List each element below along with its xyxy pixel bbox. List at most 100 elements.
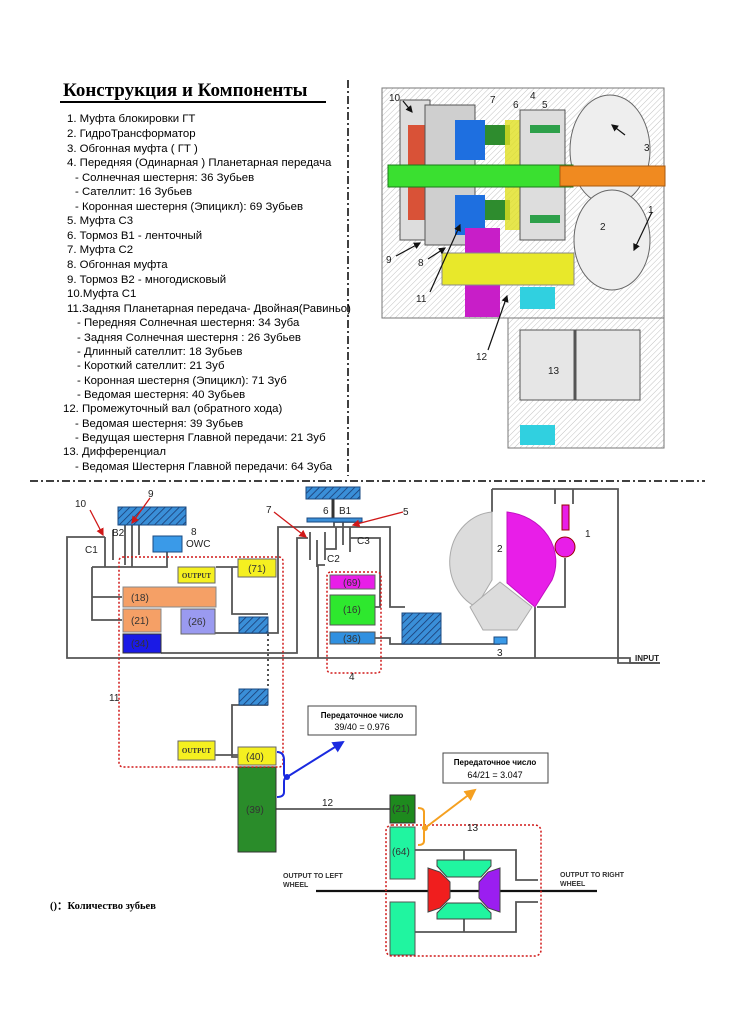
ratio-box-64-21: Передаточное число 64/21 = 3.047: [442, 752, 549, 784]
brake-b1-housing: [305, 486, 361, 500]
gear-34: (34): [131, 639, 149, 650]
component-detail-item: - Длинный сателлит: 18 Зубьев: [77, 346, 243, 358]
cutaway-label: 7: [490, 95, 496, 106]
cutaway-label: 9: [386, 255, 392, 266]
gear-64: (64): [392, 847, 410, 858]
callout-9: 9: [148, 489, 154, 500]
rear-planetary-gears: OUTPUT (71) (18) (21) (26) (34) OUTPUT (…: [122, 558, 277, 853]
right-wheel-label: WHEEL: [560, 881, 586, 888]
gear-21: (21): [131, 616, 149, 627]
ratio-title: Передаточное число: [454, 758, 537, 767]
differential: [427, 859, 501, 920]
component-detail-item: - Задняя Солнечная шестерня : 26 Зубьев: [77, 332, 301, 344]
component-detail-item: - Коронная шестерня (Эпицикл): 69 Зубьев: [75, 201, 304, 213]
title-underline: [60, 101, 326, 103]
left-wheel-label: OUTPUT TO LEFT: [283, 873, 343, 880]
callout-4: 4: [349, 672, 355, 683]
c3-label: C3: [357, 536, 370, 547]
component-item: 11.Задняя Планетарная передача- Двойная(…: [67, 303, 351, 315]
owc-block: [152, 535, 183, 553]
cutaway-label: 6: [513, 100, 519, 111]
component-item: 3. Обгонная муфта ( ГТ ): [67, 143, 198, 155]
cutaway-label: 2: [600, 222, 606, 233]
page-title: Конструкция и Компоненты: [63, 80, 308, 101]
arrow-blue: [286, 740, 345, 778]
callout-3: 3: [497, 648, 503, 659]
brake-b1-band: [306, 517, 363, 523]
reverse-brake: [238, 688, 269, 706]
owc-label: OWC: [186, 539, 210, 550]
brake-b2-housing: [117, 506, 187, 526]
cutaway-label: 1: [648, 205, 654, 216]
final-drive-gears: (21) (64): [389, 794, 416, 956]
cutaway-label: 3: [644, 143, 650, 154]
component-item: 10.Муфта С1: [67, 288, 137, 300]
callout-13: 13: [467, 823, 479, 834]
component-item: 1. Муфта блокировки ГТ: [67, 113, 196, 125]
callout-1: 1: [585, 529, 591, 540]
component-item: 8. Обгонная муфта: [67, 259, 168, 271]
schematic-labels: 10 9 8 OWC C1 B2 7 6 B1 5 C2 C3 4 11 2 1…: [75, 489, 659, 889]
arrow-orange: [424, 788, 477, 829]
component-detail-item: - Солнечная шестерня: 36 Зубьев: [75, 172, 255, 184]
callout-6: 6: [323, 506, 329, 517]
input-label: INPUT: [635, 654, 659, 663]
component-item: 7. Муфта С2: [67, 244, 134, 256]
ring-71-brake: [238, 616, 269, 634]
transmission-cutaway-drawing: [381, 87, 666, 449]
callout-5: 5: [403, 507, 409, 518]
callout-11: 11: [109, 693, 120, 704]
component-item: 12. Промежуточный вал (обратного хода): [63, 403, 283, 415]
ratio-value: 39/40 = 0.976: [334, 722, 389, 732]
component-detail-item: - Ведомая Шестерня Главной передачи: 64 …: [75, 461, 333, 473]
group-4-outline: [326, 571, 382, 674]
right-wheel-label: OUTPUT TO RIGHT: [560, 872, 625, 879]
gear-71: (71): [248, 564, 266, 575]
ratio-box-39-40: Передаточное число 39/40 = 0.976: [307, 705, 417, 736]
gear-18: (18): [131, 593, 149, 604]
cutaway-label: 11: [416, 294, 427, 305]
left-wheel-label: WHEEL: [283, 882, 309, 889]
component-detail-item: - Коронная шестерня (Эпицикл): 71 Зуб: [77, 375, 287, 387]
b1-label: B1: [339, 506, 352, 517]
gear-39: (39): [246, 805, 264, 816]
callout-2: 2: [497, 544, 503, 555]
cutaway-label: 12: [476, 352, 488, 363]
component-detail-item: - Ведомая шестерня: 39 Зубьев: [75, 418, 244, 430]
cutaway-label: 10: [389, 93, 401, 104]
component-item: 6. Тормоз В1 - ленточный: [67, 230, 203, 242]
gear-36: (36): [343, 634, 361, 645]
gear-16: (16): [343, 605, 361, 616]
front-planetary-gears: (69) (16) (36): [329, 574, 376, 645]
gear-69: (69): [343, 578, 361, 589]
component-detail-item: - Передняя Солнечная шестерня: 34 Зуба: [77, 317, 300, 329]
component-item: 5. Муфта С3: [67, 215, 134, 227]
component-detail-item: - Сателлит: 16 Зубьев: [75, 186, 193, 198]
group-11-outline: [118, 556, 284, 768]
callout-8: 8: [191, 527, 197, 538]
callout-10: 10: [75, 499, 87, 510]
torque-converter: [449, 504, 576, 645]
cutaway-label: 4: [530, 91, 536, 102]
gear-40: (40): [246, 752, 264, 763]
cutaway-callouts: 10 7 6 4 5 3 2 1 9 8 11 12 13: [386, 91, 654, 377]
callout-12: 12: [322, 798, 334, 809]
output-label: OUTPUT: [182, 572, 212, 580]
front-planetary-housing: [401, 612, 442, 645]
legend-note: ()：Количество зубьев: [50, 901, 156, 912]
component-item: 2. ГидроТрансформатор: [67, 128, 196, 140]
c1-label: C1: [85, 545, 98, 556]
cutaway-label: 13: [548, 366, 560, 377]
cutaway-label: 5: [542, 100, 548, 111]
gear-21-final: (21): [392, 804, 410, 815]
callout-7: 7: [266, 505, 272, 516]
gear-26: (26): [188, 617, 206, 628]
c2-label: C2: [327, 554, 340, 565]
component-detail-item: - Ведомая шестерня: 40 Зубьев: [77, 389, 246, 401]
component-detail-item: - Ведущая шестерня Главной передачи: 21 …: [75, 432, 326, 444]
component-item: 4. Передняя (Одинарная ) Планетарная пер…: [67, 157, 332, 169]
output-label: OUTPUT: [182, 747, 212, 755]
component-detail-item: - Короткий сателлит: 21 Зуб: [77, 360, 225, 372]
